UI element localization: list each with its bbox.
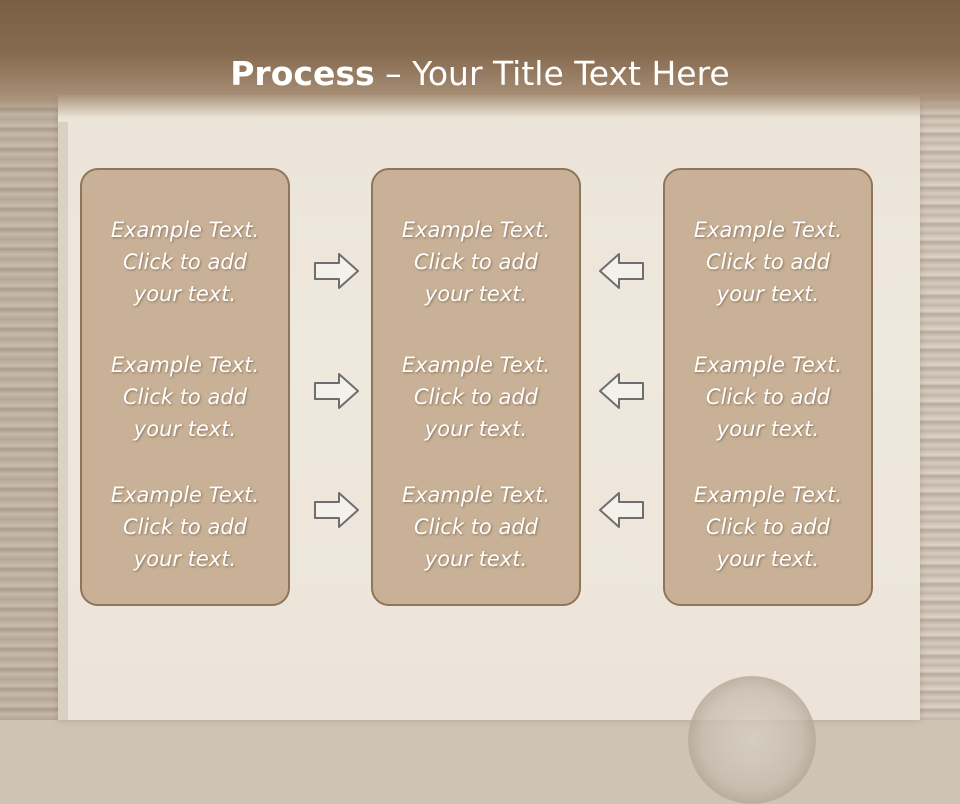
process-box-right[interactable]: Example Text. Click to add your text. Ex… — [663, 168, 873, 606]
arrow-right-icon — [314, 492, 359, 528]
process-box-left[interactable]: Example Text. Click to add your text. Ex… — [80, 168, 290, 606]
placeholder-text[interactable]: Example Text. Click to add your text. — [110, 218, 260, 306]
title-bold: Process — [230, 54, 375, 93]
placeholder-text[interactable]: Example Text. Click to add your text. — [401, 218, 551, 306]
arrow-left-icon — [599, 492, 644, 528]
slide-title[interactable]: Process – Your Title Text Here — [0, 52, 960, 96]
arrow-right-icon — [314, 373, 359, 409]
placeholder-text[interactable]: Example Text. Click to add your text. — [693, 483, 843, 571]
placeholder-text[interactable]: Example Text. Click to add your text. — [401, 353, 551, 441]
placeholder-text[interactable]: Example Text. Click to add your text. — [693, 218, 843, 306]
placeholder-text[interactable]: Example Text. Click to add your text. — [693, 353, 843, 441]
arrow-left-icon — [599, 373, 644, 409]
paper-edge — [58, 122, 68, 720]
header-band — [0, 0, 960, 118]
arrow-right-icon — [314, 253, 359, 289]
placeholder-text[interactable]: Example Text. Click to add your text. — [110, 483, 260, 571]
placeholder-text[interactable]: Example Text. Click to add your text. — [110, 353, 260, 441]
compass-decoration — [688, 676, 816, 804]
arrow-left-icon — [599, 253, 644, 289]
wood-background-left — [0, 0, 62, 720]
wood-background-right — [916, 0, 960, 720]
placeholder-text[interactable]: Example Text. Click to add your text. — [401, 483, 551, 571]
process-box-center[interactable]: Example Text. Click to add your text. Ex… — [371, 168, 581, 606]
title-rest: – Your Title Text Here — [374, 54, 730, 93]
